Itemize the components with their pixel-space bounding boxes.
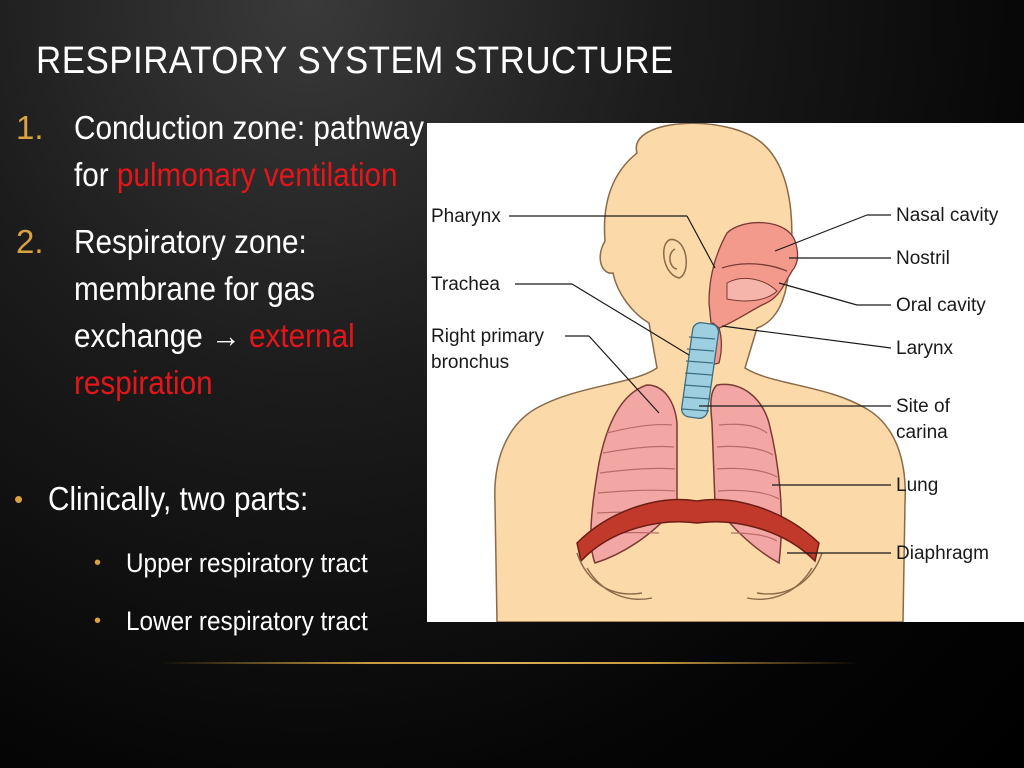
conduction-zone-text: Conduction zone: pathway for	[74, 109, 425, 193]
label-nasal-cavity: Nasal cavity	[896, 205, 999, 226]
sub-bullet-text: Lower respiratory tract	[126, 606, 368, 636]
list-item-text: Respiratory zone: membrane for gas excha…	[74, 218, 426, 406]
label-site-of: Site of	[896, 396, 951, 417]
list-item-conduction-zone: 1. Conduction zone: pathway for pulmonar…	[16, 104, 426, 198]
trachea-rings	[681, 336, 716, 412]
leader-lines	[509, 214, 892, 554]
rib-cage-lines	[576, 552, 823, 600]
trachea-shape	[680, 322, 720, 419]
label-trachea: Trachea	[431, 274, 500, 295]
list-item-text: Conduction zone: pathway for pulmonary v…	[74, 104, 426, 198]
label-nostril: Nostril	[896, 248, 950, 269]
sub-bullet-upper-tract: • Upper respiratory tract	[94, 534, 434, 592]
bullet-text: Clinically, two parts:	[48, 480, 309, 517]
diaphragm-shape	[576, 498, 820, 563]
label-oral-cavity: Oral cavity	[896, 295, 986, 316]
respiratory-system-diagram: Pharynx Trachea Right primary bronchus N…	[427, 123, 1024, 622]
list-marker: 2.	[16, 223, 44, 260]
label-diaphragm: Diaphragm	[896, 543, 989, 564]
label-right-primary: Right primary	[431, 326, 544, 347]
diagram-svg: Pharynx Trachea Right primary bronchus N…	[431, 123, 999, 622]
sub-bullet-text: Upper respiratory tract	[126, 548, 368, 578]
gold-divider-line	[160, 662, 860, 664]
bullet-dot-icon: •	[94, 610, 102, 632]
numbered-list: 1. Conduction zone: pathway for pulmonar…	[16, 104, 426, 426]
list-marker: 1.	[16, 109, 44, 146]
bullet-dot-icon: •	[94, 552, 102, 574]
ear-shape	[663, 238, 687, 279]
palate-line	[721, 263, 788, 272]
bullet-list: • Clinically, two parts: • Upper respira…	[14, 478, 434, 650]
label-carina: carina	[896, 422, 948, 443]
slide-title: RESPIRATORY SYSTEM STRUCTURE	[36, 40, 674, 82]
sub-bullet-lower-tract: • Lower respiratory tract	[94, 592, 434, 650]
tongue-shape	[726, 278, 778, 302]
respiratory-zone-text: Respiratory zone: membrane for gas excha…	[74, 223, 316, 354]
nasal-oral-cavity-shape	[708, 222, 799, 329]
list-item-respiratory-zone: 2. Respiratory zone: membrane for gas ex…	[16, 218, 426, 406]
pulmonary-ventilation-highlight: pulmonary ventilation	[116, 156, 398, 193]
external-respiration-highlight: external respiration	[74, 317, 355, 401]
label-lung: Lung	[896, 475, 938, 496]
bullet-item-clinically: • Clinically, two parts: • Upper respira…	[14, 478, 434, 650]
label-pharynx: Pharynx	[431, 206, 501, 227]
bullet-dot-icon: •	[14, 484, 24, 514]
label-bronchus: bronchus	[431, 352, 509, 373]
label-larynx: Larynx	[896, 338, 954, 359]
arrow-right-icon: →	[211, 317, 241, 354]
sub-bullet-list: • Upper respiratory tract • Lower respir…	[48, 534, 434, 650]
